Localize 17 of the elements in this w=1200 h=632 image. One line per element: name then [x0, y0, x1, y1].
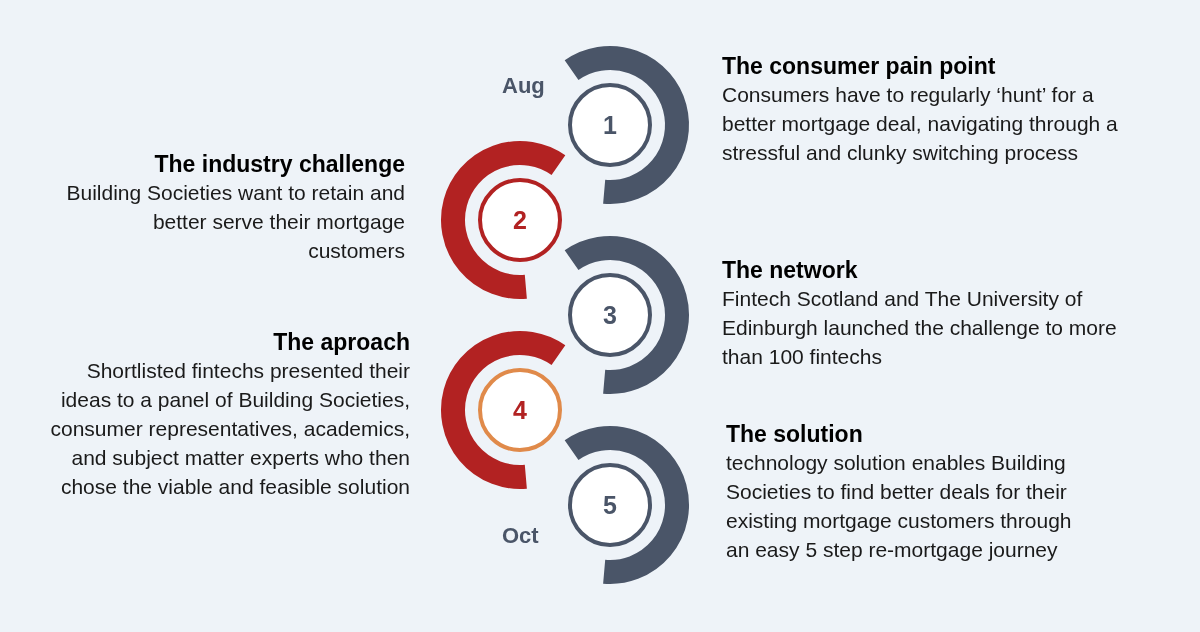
- section-heading: The solution: [726, 420, 864, 448]
- section-text: Shortlisted fintechs presented their ideas to a panel of Building Societies, consumer representatives, academics, and subject matter experts who then chose the viable and feasible solution: [49, 358, 410, 500]
- section-heading: The industry challenge: [153, 150, 405, 178]
- step-number: 1: [603, 110, 617, 140]
- section-heading: The network: [722, 256, 859, 284]
- section-text: Fintech Scotland and The University of Edinburgh launched the challenge to more than 100 fintechs: [722, 286, 1118, 370]
- step-number: 3: [603, 300, 617, 330]
- section-heading: The aproach: [272, 328, 410, 356]
- step-number: 5: [603, 490, 617, 520]
- step-number: 4: [513, 395, 527, 425]
- step-number: 2: [513, 205, 527, 235]
- month-label: Aug: [502, 73, 545, 99]
- section-heading: The consumer pain point: [722, 52, 997, 80]
- section-text: technology solution enables Building Societies to find better deals for their existing mortgage customers through an easy 5 step re-mortgage journey: [726, 450, 1073, 563]
- section-text: Consumers have to regularly ‘hunt’ for a better mortgage deal, navigating through a stressful and clunky switching process: [722, 82, 1119, 166]
- month-label: Oct: [502, 523, 539, 549]
- section-text: Building Societies want to retain and better serve their mortgage customers: [65, 180, 405, 264]
